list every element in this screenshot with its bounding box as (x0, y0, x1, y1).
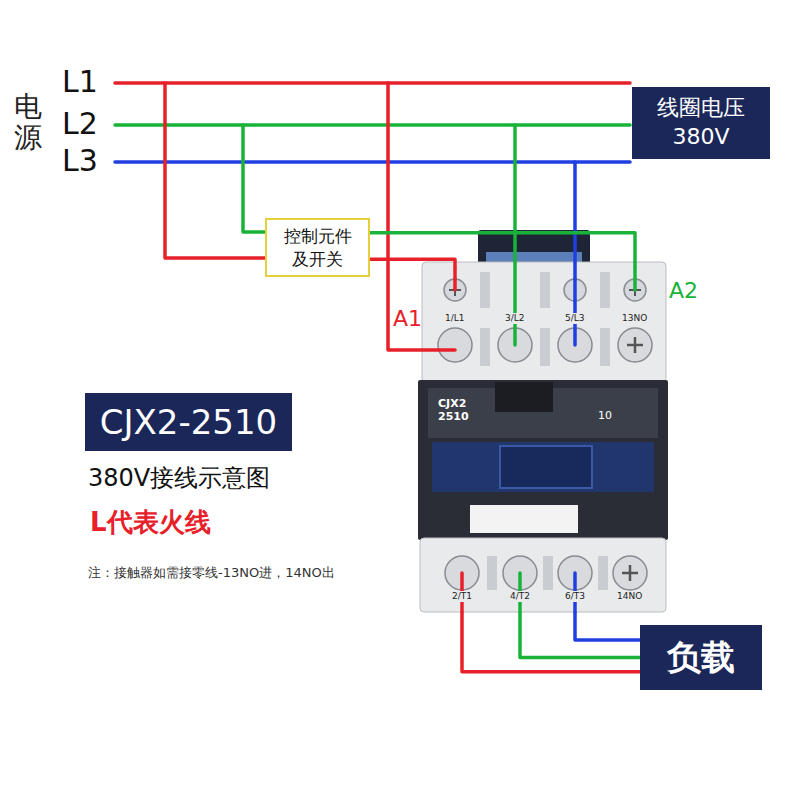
terminal-name: 14NO (615, 591, 644, 602)
model-print: CJX2 2510 (438, 398, 478, 423)
wire-connector (575, 612, 640, 640)
control-feed-wire (243, 125, 265, 232)
armature-slider (500, 446, 592, 488)
terminal-name: 1/L1 (443, 313, 467, 324)
coil-voltage-box: 线圈电压 380V (632, 87, 770, 159)
wire-connector (370, 233, 635, 268)
aux-terminal (613, 556, 647, 590)
label-plate (470, 505, 578, 533)
coil-stub-wire (453, 268, 457, 290)
terminal-divider (480, 328, 490, 366)
legend-note: L代表火线 (90, 508, 211, 538)
wiring-note: 注：接触器如需接零线-13NO进，14NO出 (88, 566, 335, 581)
terminal-name: 13NO (620, 313, 649, 324)
indicator-window (432, 442, 654, 492)
aux-terminal (618, 328, 652, 362)
box-text: CJX2-2510 (100, 402, 278, 443)
screw-slot (634, 337, 637, 353)
terminal-name: 5/L3 (563, 313, 587, 324)
phase-name: L3 (62, 146, 98, 176)
control-feed-wire (165, 83, 265, 258)
terminal-name: 4/T2 (508, 591, 532, 602)
wire-connector (370, 259, 455, 268)
terminal-name: 6/T3 (563, 591, 587, 602)
wire-connector (520, 612, 640, 658)
screw-slot (629, 565, 632, 581)
phase-wire (115, 81, 630, 85)
terminal-divider (540, 272, 550, 308)
coil-pin-name: A2 (669, 278, 698, 303)
terminal-divider (540, 328, 550, 366)
contact-code: 10 (598, 410, 612, 423)
phase-name: L2 (62, 109, 98, 139)
terminal-divider (600, 272, 610, 308)
power-source-label: 电源 (14, 92, 42, 154)
line-terminal (438, 328, 472, 362)
model-badge: CJX2-2510 (85, 393, 292, 451)
terminal-name: 3/L2 (503, 313, 527, 324)
terminal-divider (598, 556, 608, 590)
box-text: 控制元件 及开关 (278, 225, 356, 269)
terminal-divider (480, 272, 490, 308)
terminal-divider (487, 556, 497, 590)
terminal-name: 2/T1 (450, 591, 474, 602)
box-text: 线圈电压 380V (650, 94, 751, 151)
diagram-heading: 380V接线示意图 (88, 465, 270, 493)
coil-stub-wire (633, 268, 637, 290)
phase-wire (115, 160, 630, 164)
main-feed-wire (513, 125, 517, 345)
bottom-housing (420, 538, 666, 612)
contactor-body (418, 380, 668, 540)
phase-wire (115, 123, 630, 127)
terminal-divider (600, 328, 610, 366)
phase-name: L1 (62, 67, 98, 97)
terminal-divider (543, 556, 553, 590)
box-text: 负载 (667, 637, 735, 678)
control-switch-box: 控制元件 及开关 (265, 218, 370, 277)
front-notch (495, 382, 553, 412)
coil-pin-name: A1 (393, 306, 422, 331)
top-housing (422, 262, 666, 382)
main-feed-wire (388, 83, 455, 350)
wire-connector (462, 612, 640, 672)
load-box: 负载 (640, 625, 762, 690)
